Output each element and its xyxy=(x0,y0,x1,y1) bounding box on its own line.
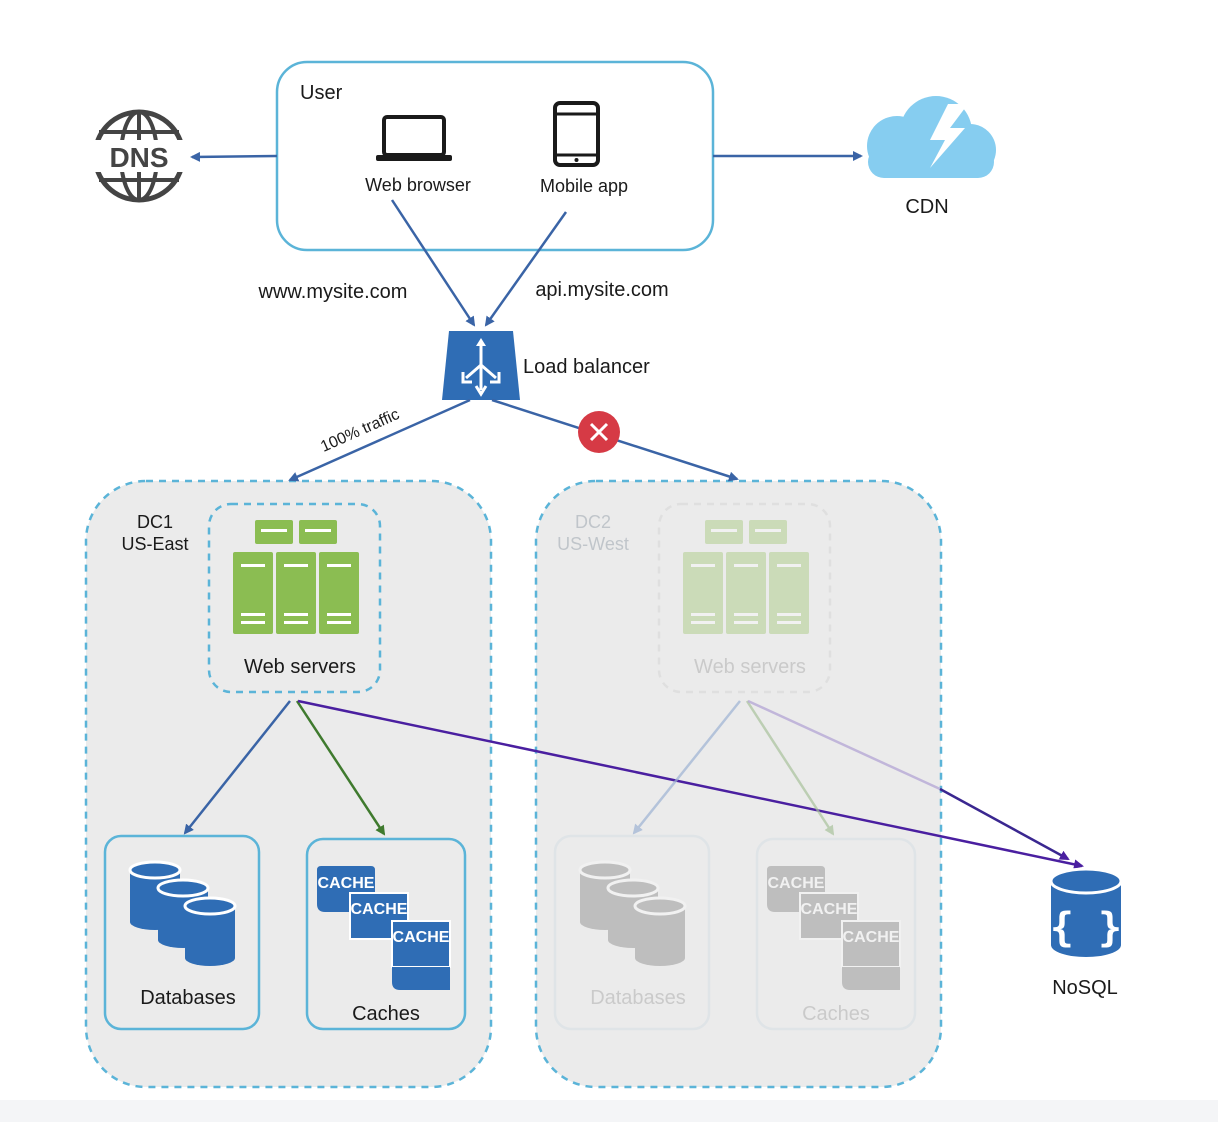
dc2-cache-icon: CACHE CACHE CACHE xyxy=(767,866,901,990)
svg-text:{ }: { } xyxy=(1050,905,1122,951)
mobile-to-lb-arrow xyxy=(484,211,568,327)
dc1-web-servers-label: Web servers xyxy=(244,656,356,678)
dc1-name: DC1 xyxy=(137,512,173,532)
browser-to-lb-arrow xyxy=(390,199,476,327)
dc2-web-to-cache-arrow xyxy=(745,700,835,836)
dc1-web-to-cache-arrow xyxy=(295,700,386,836)
dc1-web-servers-box xyxy=(207,502,382,694)
dc1-web-to-db-arrow xyxy=(183,700,291,835)
dc2-databases-label: Databases xyxy=(590,987,686,1009)
dc1-region: US-East xyxy=(121,534,188,554)
www-label: www.mysite.com xyxy=(258,281,408,303)
api-label: api.mysite.com xyxy=(535,279,668,301)
dc2-name: DC2 xyxy=(575,512,611,532)
dc2-caches-label: Caches xyxy=(802,1003,870,1025)
dc1-caches-label: Caches xyxy=(352,1003,420,1025)
cdn-label: CDN xyxy=(905,196,948,218)
svg-text:CACHE: CACHE xyxy=(843,929,900,946)
svg-text:CACHE: CACHE xyxy=(318,875,375,892)
svg-text:CACHE: CACHE xyxy=(801,901,858,918)
dc2-web-to-nosql-arrow xyxy=(939,787,1070,861)
mobile-phone-icon xyxy=(553,101,600,167)
mobile-app-label: Mobile app xyxy=(540,176,628,196)
dc1-web-to-nosql-arrow xyxy=(297,699,1084,870)
dc2-contents: DC2 US-West Web servers Databases CACHE … xyxy=(553,502,917,1031)
nosql-database-icon: { } xyxy=(1049,867,1123,957)
web-browser-label: Web browser xyxy=(365,175,471,195)
load-balancer-icon xyxy=(442,331,520,400)
dc2-web-to-nosql-arrow-faded xyxy=(747,699,941,791)
cdn-cloud-icon xyxy=(867,96,996,178)
laptop-icon xyxy=(376,115,452,161)
user-title: User xyxy=(300,82,343,104)
nosql-label: NoSQL xyxy=(1052,977,1118,999)
user-to-dns-arrow xyxy=(190,151,278,162)
dns-globe-icon: DNS xyxy=(92,109,186,203)
bottom-band xyxy=(0,1100,1218,1122)
dc1-databases-label: Databases xyxy=(140,987,236,1009)
dc2-web-servers-label: Web servers xyxy=(694,656,806,678)
dc2-web-servers-box xyxy=(657,502,832,694)
user-box xyxy=(275,60,715,252)
dns-label: DNS xyxy=(109,142,168,173)
svg-text:CACHE: CACHE xyxy=(351,901,408,918)
svg-text:CACHE: CACHE xyxy=(768,875,825,892)
dc2-region: US-West xyxy=(557,534,629,554)
load-balancer-label: Load balancer xyxy=(523,356,650,378)
failure-x-icon xyxy=(578,411,620,453)
dc1-cache-icon: CACHE CACHE CACHE xyxy=(317,866,451,990)
lb-to-dc1-arrow xyxy=(288,398,471,482)
dc2-web-to-db-arrow xyxy=(632,700,741,835)
svg-text:CACHE: CACHE xyxy=(393,929,450,946)
